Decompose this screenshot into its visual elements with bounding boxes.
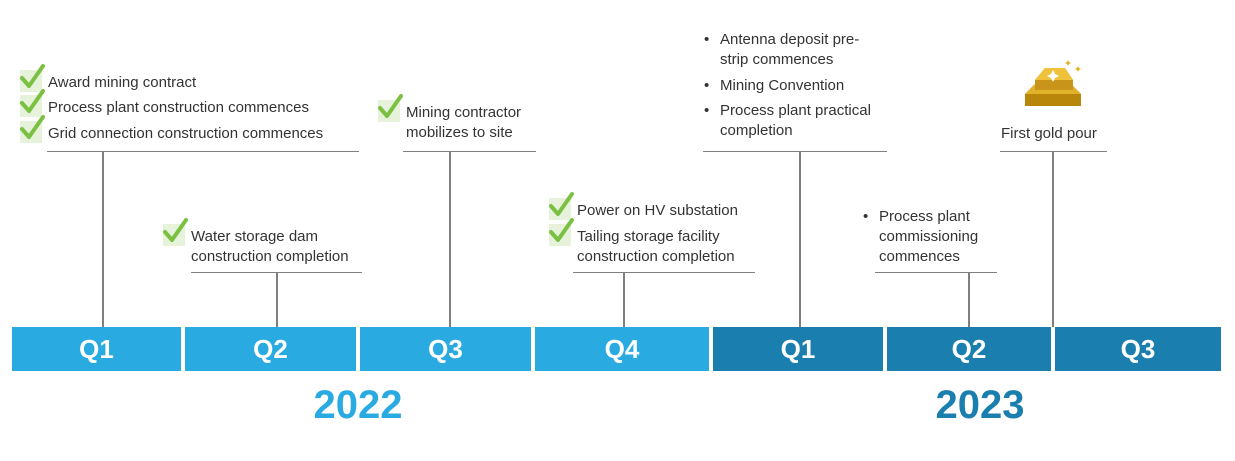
milestone-process-plant-commissioning: • Process plant commissioning commences	[863, 207, 978, 267]
milestone-label: Mining contractor	[406, 104, 522, 121]
year-label-2023: 2023	[935, 383, 1025, 427]
milestone-label: completion	[720, 122, 793, 139]
connector-vline-q1-2023	[799, 151, 801, 327]
bullet: •	[704, 102, 710, 119]
check-icon	[20, 115, 45, 143]
milestone-label: commences	[879, 248, 960, 265]
milestone-label: Award mining contract	[48, 74, 197, 91]
quarter-q3-2023: Q3	[1055, 327, 1221, 371]
bullet: •	[704, 77, 710, 94]
milestone-first-gold-pour: First gold pour	[1001, 125, 1097, 142]
check-icon	[378, 94, 403, 122]
quarter-q2-2022: Q2	[185, 327, 356, 371]
quarter-q1-2023: Q1	[713, 327, 883, 371]
milestone-water-storage-dam: Water storage dam construction completio…	[163, 218, 349, 267]
milestone-label: Mining Convention	[720, 77, 845, 94]
quarter-q2-2023: Q2	[887, 327, 1051, 371]
connector-vline-q3-2023	[1052, 151, 1054, 327]
check-icon	[163, 218, 188, 246]
milestone-process-plant-practical: • Process plant practical completion	[704, 101, 871, 141]
milestone-grid-connection: Grid connection construction commences	[20, 115, 324, 144]
check-icon	[20, 89, 45, 117]
bullet: •	[704, 31, 710, 48]
connector-hline-q3-2022	[403, 151, 536, 152]
connector-vline-q2-2022	[276, 272, 278, 327]
gold-bars-icon	[1021, 60, 1085, 117]
milestone-label: Water storage dam	[191, 228, 318, 245]
milestone-label: Grid connection construction commences	[48, 125, 324, 142]
connector-vline-q4-2022	[623, 272, 625, 327]
year-label-2022: 2022	[313, 383, 403, 427]
milestone-antenna-deposit: • Antenna deposit pre- strip commences	[704, 30, 859, 70]
milestone-label: commissioning	[879, 228, 979, 245]
check-icon	[20, 64, 45, 92]
connector-vline-q1-2022	[102, 151, 104, 327]
milestone-label: strip commences	[720, 51, 834, 68]
milestone-mining-contractor-mobilizes: Mining contractor mobilizes to site	[378, 94, 522, 143]
milestone-label: Process plant	[879, 208, 970, 225]
milestone-label: Power on HV substation	[577, 202, 738, 219]
quarter-q1-2022: Q1	[12, 327, 181, 371]
milestone-label: Process plant construction commences	[48, 99, 309, 116]
connector-hline-q2-2023	[875, 272, 997, 273]
milestone-label: construction completion	[191, 248, 349, 265]
connector-hline-q1-2023	[703, 151, 887, 152]
milestone-award-mining-contract: Award mining contract	[20, 64, 197, 93]
quarter-q4-2022: Q4	[535, 327, 709, 371]
connector-vline-q2-2023	[968, 272, 970, 327]
milestone-label: Tailing storage facility	[577, 228, 720, 245]
check-icon	[549, 218, 574, 246]
milestone-label: Antenna deposit pre-	[720, 31, 860, 48]
connector-vline-q3-2022	[449, 151, 451, 327]
bullet: •	[863, 208, 869, 225]
connector-hline-q4-2022	[573, 272, 755, 273]
milestone-power-on-hv-substation: Power on HV substation	[549, 192, 738, 221]
milestone-process-plant-construction: Process plant construction commences	[20, 89, 309, 118]
milestone-mining-convention: • Mining Convention	[704, 76, 844, 96]
quarter-q3-2022: Q3	[360, 327, 531, 371]
milestone-label: mobilizes to site	[406, 124, 513, 141]
milestone-label: construction completion	[577, 248, 735, 265]
connector-hline-q1-2022	[47, 151, 359, 152]
milestone-tailing-storage-facility: Tailing storage facility construction co…	[549, 218, 735, 267]
milestone-label: Process plant practical	[720, 102, 871, 119]
check-icon	[549, 192, 574, 220]
